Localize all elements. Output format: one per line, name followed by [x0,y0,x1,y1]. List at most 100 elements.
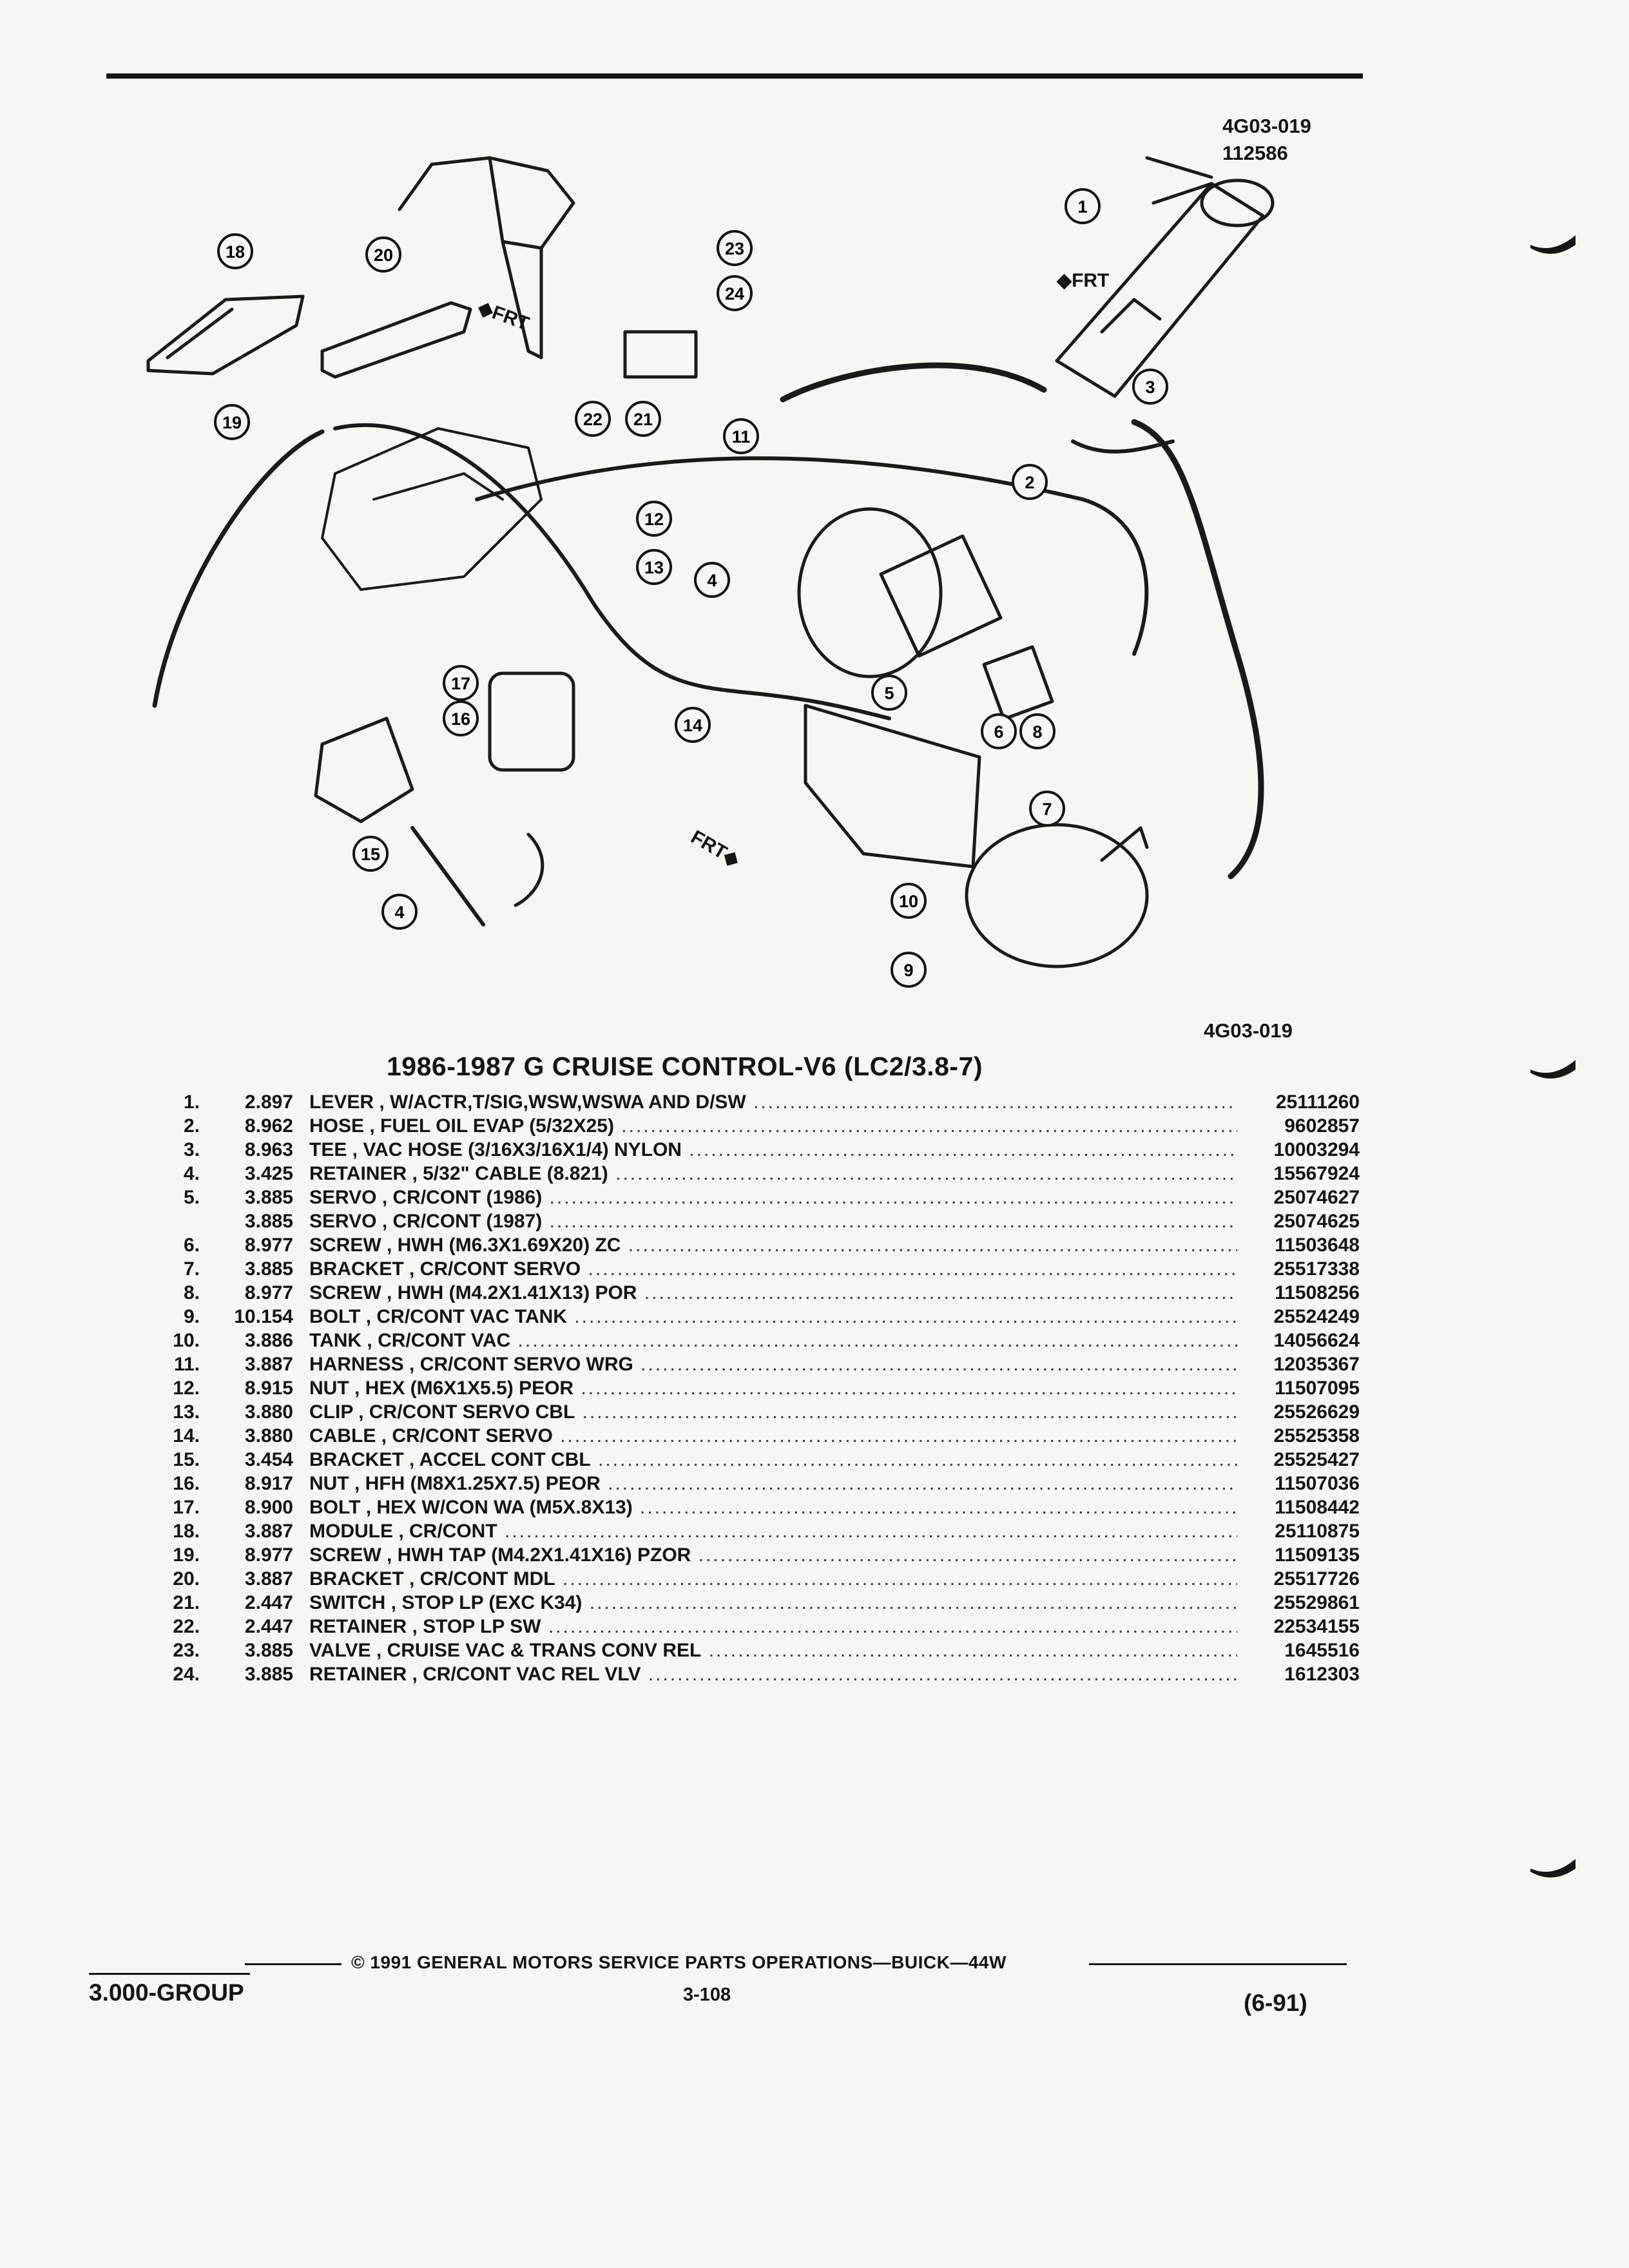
part-number-index: 15. [173,1449,200,1470]
group-number: 3.880 [244,1425,293,1446]
part-description: TEE , VAC HOSE (3/16X3/16X1/4) NYLON [309,1138,1237,1162]
svg-text:19: 19 [222,413,242,432]
part-description: SWITCH , STOP LP (EXC K34) [309,1591,1237,1615]
part-description: CLIP , CR/CONT SERVO CBL [309,1400,1237,1424]
part-description: LEVER , W/ACTR,T/SIG,WSW,WSWA AND D/SW [309,1090,1237,1114]
part-number: 25529861 [1239,1591,1360,1615]
part-description: MODULE , CR/CONT [309,1519,1237,1543]
group-number: 8.977 [244,1235,293,1256]
group-number: 10.154 [234,1306,293,1327]
group-number: 3.885 [244,1640,293,1661]
callout-20: 20 [365,236,401,273]
part-number-index: 14. [173,1425,200,1446]
part-number: 11503648 [1239,1233,1360,1257]
part-number: 15567924 [1239,1162,1360,1186]
group-number: 8.977 [244,1544,293,1566]
callout-9: 9 [891,952,927,988]
part-number-index: 5. [183,1187,200,1208]
callout-11: 11 [723,418,759,454]
frt-label-1: ◆FRT [1056,270,1109,291]
part-number: 25525427 [1239,1448,1360,1472]
part-number: 11507036 [1239,1472,1360,1495]
part-number: 22534155 [1239,1615,1360,1639]
group-number: 8.977 [244,1282,293,1303]
top-rule [106,73,1363,79]
part-number: 10003294 [1239,1138,1360,1162]
part-number-index: 11. [173,1354,200,1375]
callout-15: 15 [352,836,389,872]
svg-text:17: 17 [451,674,470,693]
part-number: 11509135 [1239,1543,1360,1567]
part-number-index: 6. [183,1235,200,1256]
callout-17: 17 [443,665,479,701]
svg-text:1: 1 [1077,197,1087,216]
page-edge-mark [1530,235,1576,254]
part-description: SCREW , HWH TAP (M4.2X1.41X16) PZOR [309,1543,1237,1567]
callout-13: 13 [636,549,672,585]
part-number: 1612303 [1239,1662,1360,1686]
part-number: 25110875 [1239,1519,1360,1543]
callout-1: 1 [1065,188,1101,224]
part-number-index: 4. [183,1163,200,1184]
group-number: 8.915 [244,1378,293,1399]
group-number: 8.900 [244,1497,293,1518]
callout-19: 19 [214,404,250,440]
module-shape [146,294,305,376]
part-description: BRACKET , CR/CONT SERVO [309,1257,1237,1281]
group-number: 2.897 [244,1091,293,1113]
group-number: 8.917 [244,1473,293,1494]
group-number: 3.885 [244,1664,293,1685]
part-description: RETAINER , CR/CONT VAC REL VLV [309,1662,1237,1686]
part-description: HARNESS , CR/CONT SERVO WRG [309,1352,1237,1376]
callout-3: 3 [1132,369,1168,405]
callout-24: 24 [717,275,753,311]
part-description: TANK , CR/CONT VAC [309,1329,1237,1352]
illustration-code-bottom: 4G03-019 [1204,1019,1293,1042]
part-number-index: 20. [173,1568,200,1590]
parts-row: 24. 3.885 RETAINER , CR/CONT VAC REL VLV16… [148,1662,1360,1686]
svg-text:21: 21 [633,410,653,429]
footer-rule-left [245,1963,342,1965]
part-description: NUT , HFH (M8X1.25X7.5) PEOR [309,1472,1237,1495]
part-number: 25074627 [1239,1186,1360,1209]
svg-text:2: 2 [1025,473,1034,492]
group-number: 3.885 [244,1187,293,1208]
group-number: 3.880 [244,1401,293,1423]
illustration-number: 112586 [1222,142,1288,164]
svg-text:11: 11 [732,427,751,447]
part-number-index: 24. [173,1664,200,1685]
part-description: BOLT , HEX W/CON WA (M5X.8X13) [309,1495,1237,1519]
part-description: BRACKET , ACCEL CONT CBL [309,1448,1237,1472]
illustration-code: 4G03-019 [1222,115,1311,137]
part-description: BOLT , CR/CONT VAC TANK [309,1305,1237,1329]
part-number-index: 16. [173,1473,200,1494]
callout-8: 8 [1019,713,1055,749]
svg-text:24: 24 [725,284,744,303]
svg-text:5: 5 [884,684,894,703]
group-number: 2.447 [244,1616,293,1637]
part-description: HOSE , FUEL OIL EVAP (5/32X25) [309,1114,1237,1138]
part-number-index: 17. [173,1497,200,1518]
part-description: RETAINER , 5/32" CABLE (8.821) [309,1162,1237,1186]
part-number-index: 19. [173,1544,200,1566]
svg-text:7: 7 [1042,800,1052,819]
group-number: 3.425 [244,1163,293,1184]
part-number: 11507095 [1239,1376,1360,1400]
footer-rule-right [1089,1963,1347,1965]
group-number: 3.885 [244,1211,293,1232]
part-number-index: 3. [183,1139,200,1160]
part-number-index: 12. [173,1378,200,1399]
svg-text:9: 9 [903,961,913,980]
callout-21: 21 [625,401,661,437]
callout-12: 12 [636,501,672,537]
svg-text:23: 23 [725,239,744,258]
